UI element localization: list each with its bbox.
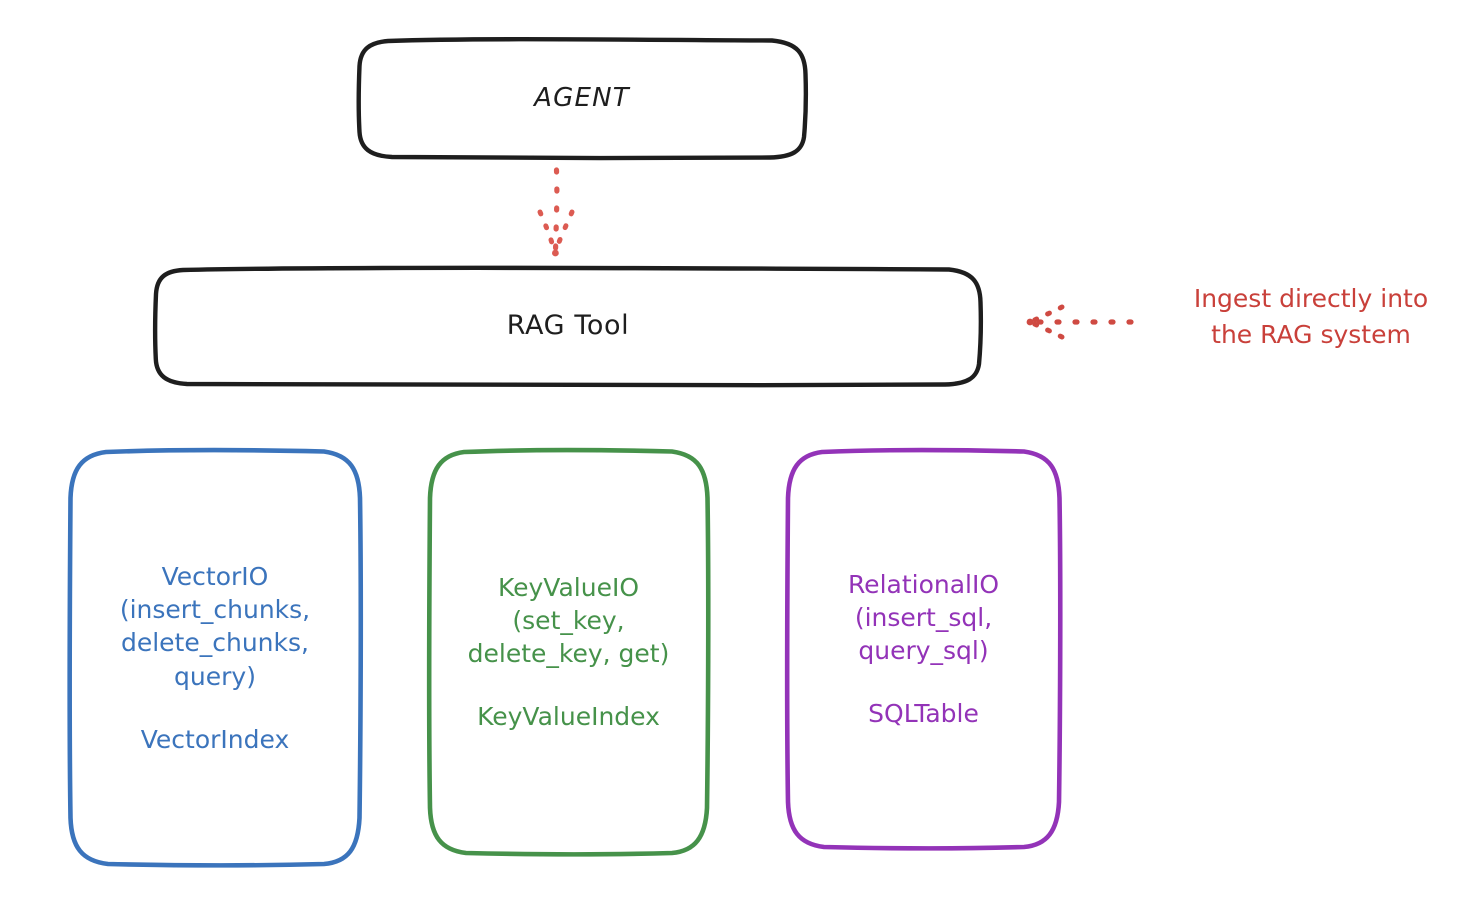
relational-io-index-label: SQLTable <box>868 699 979 729</box>
key-value-io-api-label: KeyValueIO (set_key, delete_key, get) <box>467 572 670 669</box>
rag-tool-label: RAG Tool <box>506 310 630 342</box>
node-agent[interactable]: AGENT <box>356 37 809 161</box>
key-value-io-index-label: KeyValueIndex <box>477 702 660 732</box>
connector-ingest-to-rag-tool <box>1026 304 1134 340</box>
relational-io-api-label: RelationalIO (insert_sql, query_sql) <box>847 569 1000 666</box>
connector-agent-to-rag-tool <box>537 167 575 257</box>
node-rag-tool[interactable]: RAG Tool <box>152 265 984 388</box>
node-key-value-io[interactable]: KeyValueIO (set_key, delete_key, get) Ke… <box>426 447 711 857</box>
vector-io-api-label: VectorIO (insert_chunks, delete_chunks, … <box>119 561 311 691</box>
ingest-annotation-label: Ingest directly into the RAG system <box>1193 284 1429 349</box>
vector-io-index-label: VectorIndex <box>140 724 290 754</box>
agent-label: AGENT <box>534 82 630 113</box>
node-vector-io[interactable]: VectorIO (insert_chunks, delete_chunks, … <box>67 447 364 868</box>
node-relational-io[interactable]: RelationalIO (insert_sql, query_sql) SQL… <box>784 447 1063 851</box>
